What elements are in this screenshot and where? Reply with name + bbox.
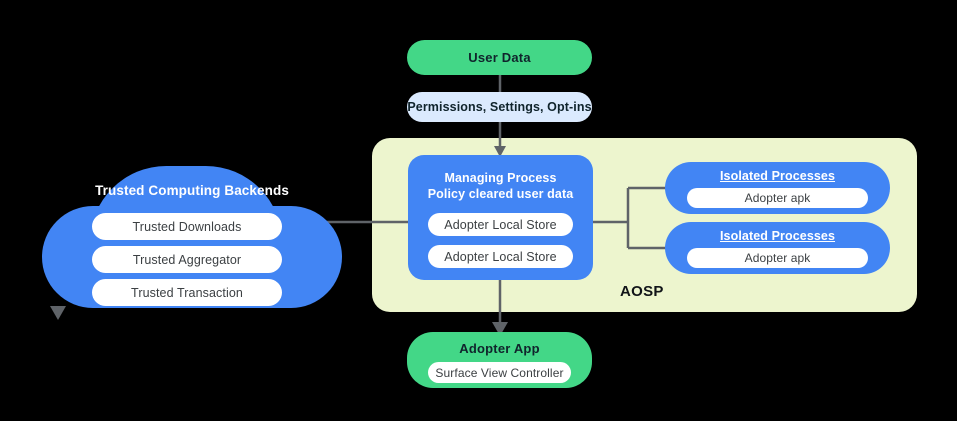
isolated-process-title-2: Isolated Processes xyxy=(719,229,836,243)
isolated-process-node-2[interactable]: Isolated Processes Adopter apk xyxy=(665,222,890,274)
adopter-app-node[interactable]: Adopter App Surface View Controller xyxy=(407,332,592,388)
managing-process-title-line2: Policy cleared user data xyxy=(427,187,574,201)
adopter-apk-item-2[interactable]: Adopter apk xyxy=(687,248,868,268)
aosp-label: AOSP xyxy=(620,283,664,300)
managing-process-title-line1: Managing Process xyxy=(444,171,557,185)
adopter-local-store-item-1[interactable]: Adopter Local Store xyxy=(428,213,573,236)
cloud-item-trusted-aggregator[interactable]: Trusted Aggregator xyxy=(92,246,282,273)
adopter-app-title: Adopter App xyxy=(459,341,540,356)
cloud-title: Trusted Computing Backends xyxy=(95,183,289,198)
adopter-apk-item-1[interactable]: Adopter apk xyxy=(687,188,868,208)
user-data-node[interactable]: User Data xyxy=(407,40,592,75)
trusted-computing-backends-cloud: Trusted Computing Backends Trusted Downl… xyxy=(42,166,342,308)
managing-process-title: Managing Process Policy cleared user dat… xyxy=(408,170,593,202)
cloud-item-trusted-downloads[interactable]: Trusted Downloads xyxy=(92,213,282,240)
adopter-local-store-item-2[interactable]: Adopter Local Store xyxy=(428,245,573,268)
arrowhead-below-cloud xyxy=(50,306,66,320)
isolated-process-node-1[interactable]: Isolated Processes Adopter apk xyxy=(665,162,890,214)
isolated-process-title-1: Isolated Processes xyxy=(719,169,836,183)
surface-view-controller-item[interactable]: Surface View Controller xyxy=(428,362,571,383)
cloud-item-trusted-transaction[interactable]: Trusted Transaction xyxy=(92,279,282,306)
managing-process-node[interactable]: Managing Process Policy cleared user dat… xyxy=(408,155,593,280)
arrowhead-into-managing-process xyxy=(494,146,506,157)
arrowhead-into-adopter-app xyxy=(492,322,508,336)
permissions-settings-optins-node[interactable]: Permissions, Settings, Opt-ins xyxy=(407,92,592,122)
